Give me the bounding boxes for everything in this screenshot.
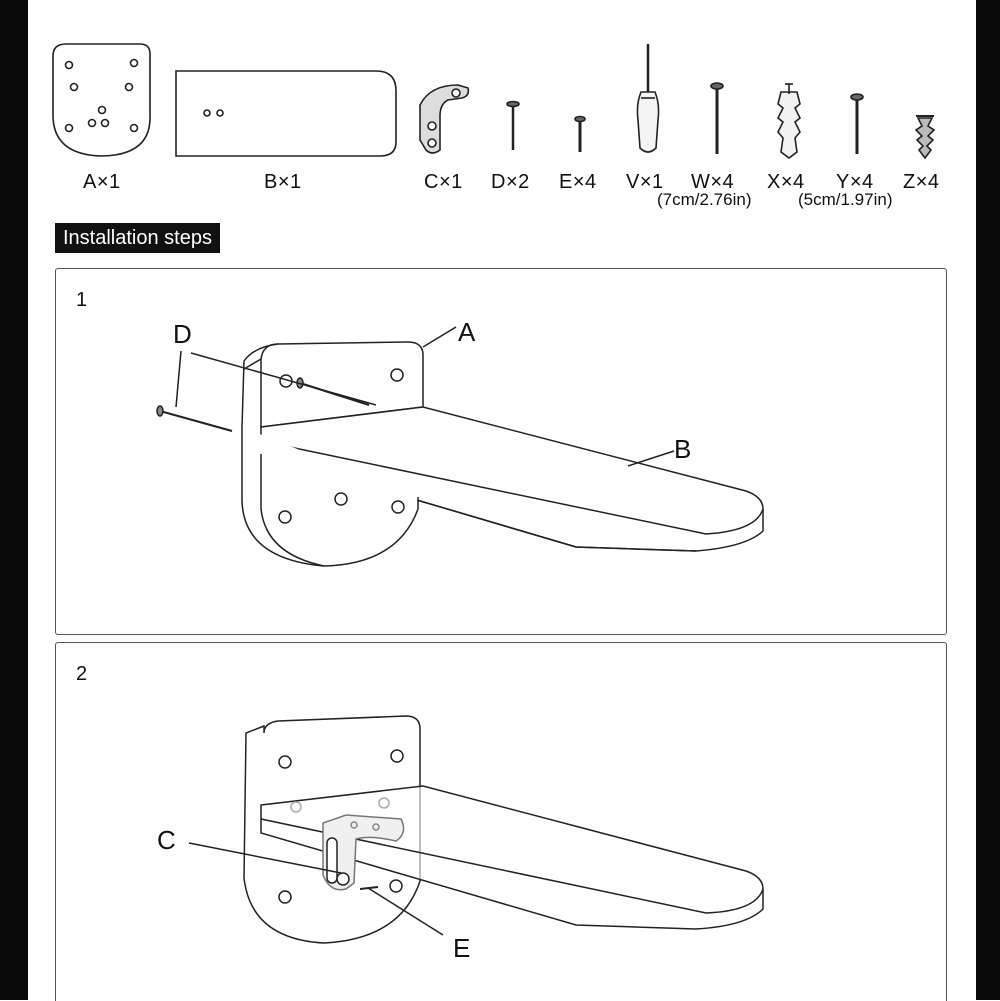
part-a-label: A×1: [83, 171, 121, 193]
step-2-panel: 2 C E: [55, 642, 947, 1001]
part-v-label: V×1: [626, 171, 664, 193]
l-bracket-icon: [419, 84, 470, 154]
parts-illustrations: [52, 43, 936, 160]
long-screw-icon: [710, 82, 724, 154]
wall-anchor-icon: [776, 83, 802, 159]
frame-left-border: [0, 0, 28, 1000]
part-d-label: D×2: [491, 171, 530, 193]
medium-screw-icon: [850, 93, 864, 154]
part-b-label: B×1: [264, 171, 302, 193]
callout-c: C: [157, 825, 176, 855]
shelf-board-icon: [175, 70, 397, 157]
part-c-label: C×1: [424, 171, 463, 193]
callout-e: E: [453, 933, 471, 963]
installation-steps-heading: Installation steps: [55, 223, 220, 253]
short-screw-icon: [574, 115, 586, 152]
part-x-label: X×4: [767, 171, 805, 193]
step-1-panel: 1 D A B: [55, 268, 947, 635]
drywall-anchor-icon: [914, 115, 936, 160]
step-2-diagram: [188, 715, 764, 944]
callout-b: B: [674, 434, 692, 464]
callout-d: D: [173, 319, 192, 349]
part-z-label: Z×4: [903, 171, 940, 193]
part-w-label: W×4: [691, 171, 735, 193]
screwdriver-icon: [636, 44, 660, 153]
step-2-number: 2: [76, 663, 88, 685]
mounting-plate-icon: [52, 43, 151, 157]
frame-right-border: [976, 0, 1000, 1000]
step-1-number: 1: [76, 289, 88, 311]
nail-icon: [506, 100, 520, 150]
callout-a: A: [458, 317, 476, 347]
part-e-label: E×4: [559, 171, 597, 193]
part-w-size: (7cm/2.76in): [657, 190, 752, 209]
part-y-label: Y×4: [836, 171, 874, 193]
step-1-diagram: [156, 326, 764, 567]
part-y-size: (5cm/1.97in): [798, 190, 893, 209]
